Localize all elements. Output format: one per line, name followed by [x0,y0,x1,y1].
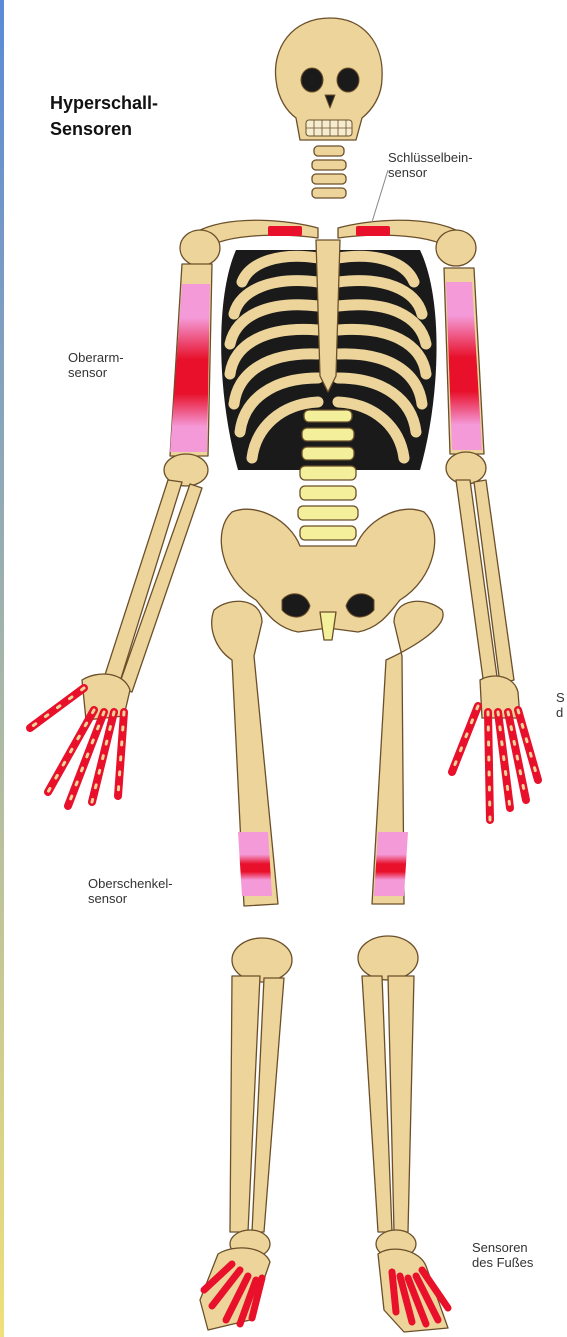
spine [298,410,358,540]
foot-label-line-1: Sensoren [472,1240,533,1255]
hands [82,674,520,720]
upper-arm-label-line-1: Oberarm- [68,350,124,365]
thigh-label-line-1: Oberschenkel- [88,876,173,891]
collarbone-label-line-1: Schlüsselbein- [388,150,473,165]
title-line-1: Hyperschall- [50,90,158,116]
femurs [212,601,443,982]
thigh-sensor-label: Oberschenkel- sensor [88,876,173,906]
collarbone-sensor-label: Schlüsselbein- sensor [388,150,473,180]
hand-label-line-2: d [556,705,565,720]
neck-vertebrae [312,146,346,198]
upper-arm-label-line-2: sensor [68,365,124,380]
diagram-title: Hyperschall- Sensoren [50,90,158,142]
foot-label-line-2: des Fußes [472,1255,533,1270]
hand-sensors-right [452,706,538,820]
hand-sensor-label-partial: S d [556,690,565,720]
upper-arm-sensor-left [170,284,210,452]
collarbone-sensor-right [356,226,390,236]
leader-lines [372,170,388,222]
hand-label-line-1: S [556,690,565,705]
skull [275,18,382,140]
thigh-sensor-right [374,832,408,896]
thigh-sensor-left [238,832,272,896]
thigh-label-line-2: sensor [88,891,173,906]
collarbone-label-line-2: sensor [388,165,473,180]
lower-legs [230,976,416,1258]
foot-sensor-label: Sensoren des Fußes [472,1240,533,1270]
title-line-2: Sensoren [50,116,158,142]
upper-arm-sensor-label: Oberarm- sensor [68,350,124,380]
collarbone-sensor-left [268,226,302,236]
